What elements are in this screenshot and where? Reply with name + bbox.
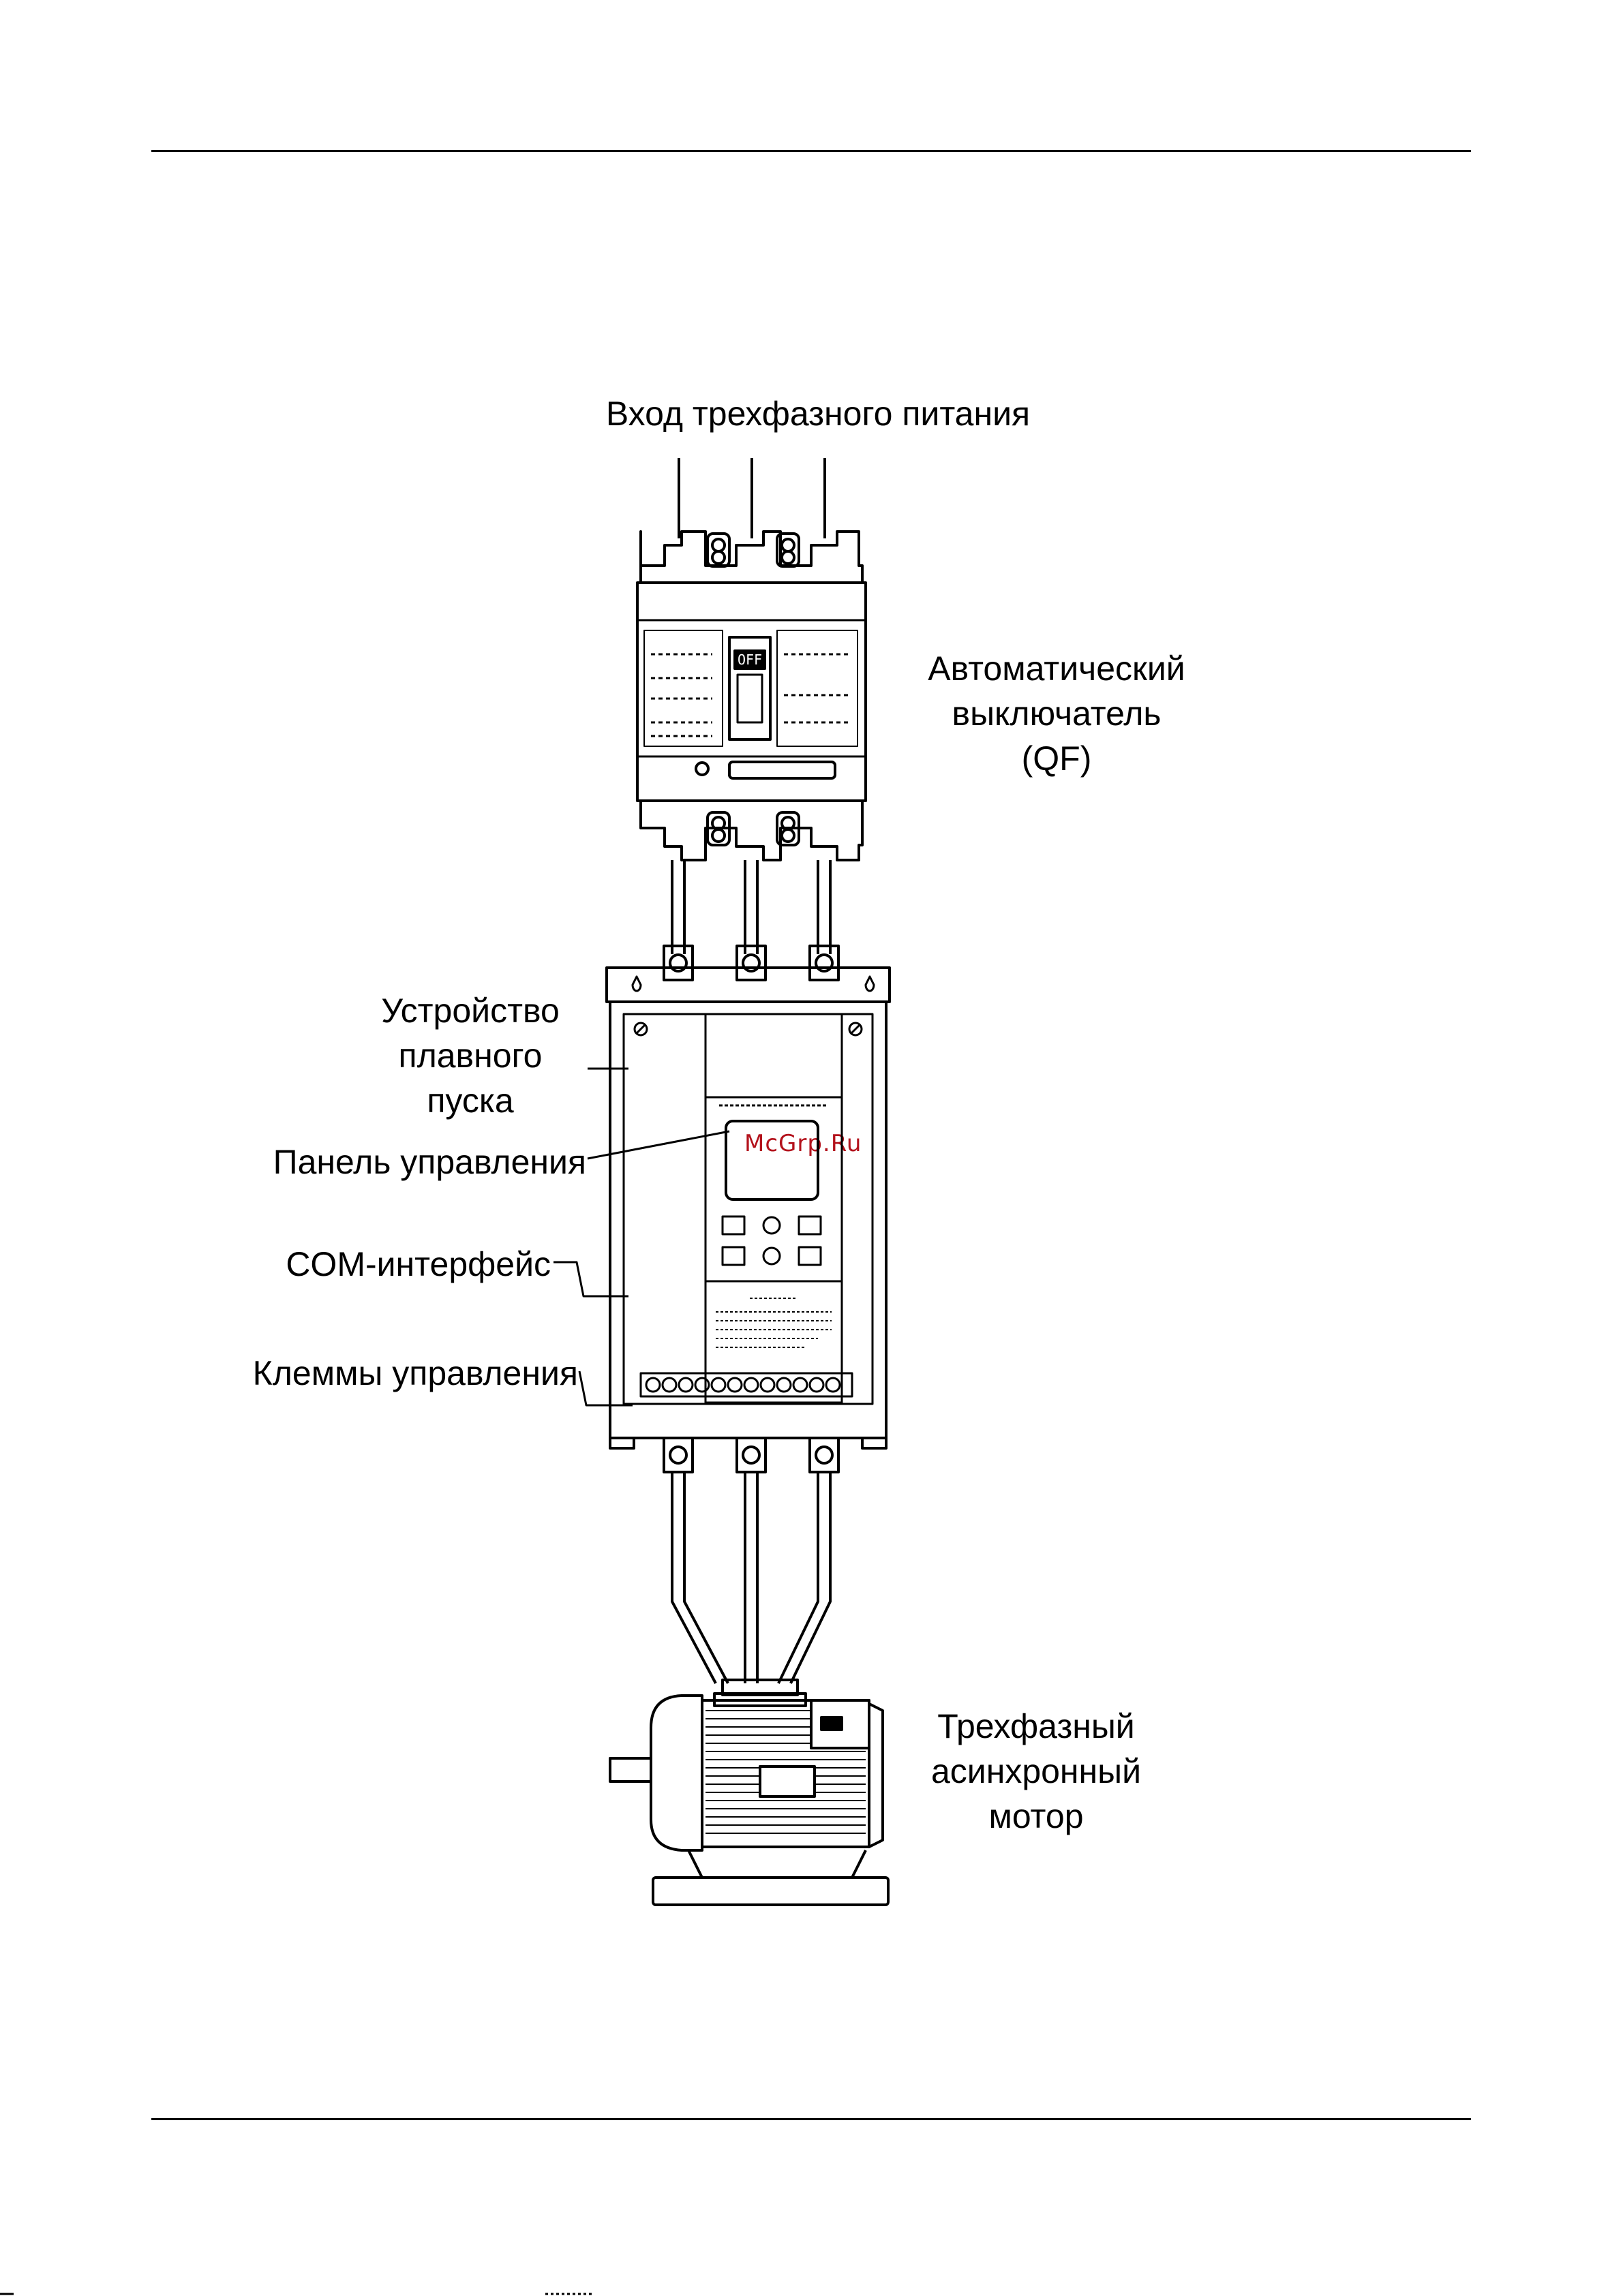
terminal-screw-icon (664, 1438, 693, 1472)
panel-knob-icon (763, 1217, 780, 1234)
starter-to-motor-cables (672, 1472, 830, 1683)
control-panel-display (726, 1121, 818, 1199)
control-terminal-strip (641, 1373, 852, 1396)
panel-button (723, 1216, 744, 1234)
footer-rule (151, 2118, 1471, 2120)
terminal-screw-icon (737, 1438, 765, 1472)
terminal-screw-icon (810, 946, 838, 980)
soft-starter (607, 946, 890, 1472)
leader-lines (553, 1069, 729, 1405)
breaker-switch-text: OFF (738, 652, 762, 668)
panel-button (799, 1247, 821, 1265)
circuit-breaker: OFF (637, 532, 866, 860)
induction-motor (610, 1680, 888, 1905)
terminal-screws (646, 1378, 840, 1392)
breaker-to-starter-cables (672, 860, 830, 954)
supply-wires (679, 458, 825, 538)
terminal-screw-icon (664, 946, 693, 980)
panel-knob-icon (763, 1248, 780, 1264)
terminal-screw-icon (810, 1438, 838, 1472)
panel-button (799, 1216, 821, 1234)
breaker-indicator-icon (696, 763, 708, 775)
terminal-screw-icon (737, 946, 765, 980)
panel-button (723, 1247, 744, 1265)
